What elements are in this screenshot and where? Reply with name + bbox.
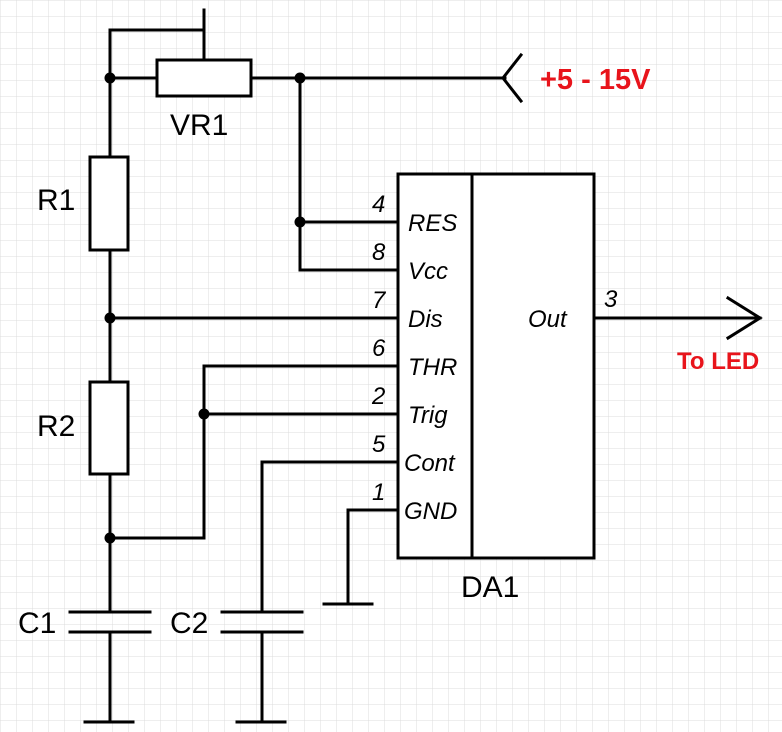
potentiometer-vr1 [155, 58, 253, 98]
resistor-r2 [88, 380, 130, 476]
capacitor-c1 [68, 610, 152, 634]
capacitor-c2 [220, 610, 304, 634]
pin-number-gnd: 1 [372, 479, 385, 506]
pin-name-trig: Trig [408, 402, 448, 429]
pin-name-vcc: Vcc [408, 258, 448, 285]
label-c1: C1 [18, 607, 56, 640]
pin-name-out: Out [528, 306, 568, 333]
pin-name-dis: Dis [408, 306, 443, 333]
label-r1: R1 [37, 184, 75, 217]
pin-number-vcc: 8 [372, 239, 386, 266]
pin-name-res: RES [408, 210, 457, 237]
resistor-r1 [88, 155, 130, 252]
pin-number-trig: 2 [371, 383, 385, 410]
ic-da1-body [396, 172, 596, 560]
label-c2: C2 [170, 607, 208, 640]
wires [83, 8, 762, 724]
pin-number-cont: 5 [372, 431, 386, 458]
supply-input-arrow [501, 52, 524, 104]
pin-number-out: 3 [604, 286, 618, 313]
pin-number-thr: 6 [372, 335, 386, 362]
junction-dots [104, 72, 306, 544]
supply-voltage-label: +5 - 15V [540, 64, 651, 96]
pin-name-thr: THR [408, 354, 457, 381]
label-vr1: VR1 [170, 109, 228, 142]
pin-number-res: 4 [372, 191, 385, 218]
label-r2: R2 [37, 410, 75, 443]
pin-name-cont: Cont [404, 450, 456, 477]
pin-name-gnd: GND [404, 498, 457, 525]
output-arrow [725, 295, 763, 341]
pin-number-dis: 7 [372, 287, 387, 314]
label-da1: DA1 [461, 571, 519, 604]
output-to-led-label: To LED [677, 348, 759, 375]
